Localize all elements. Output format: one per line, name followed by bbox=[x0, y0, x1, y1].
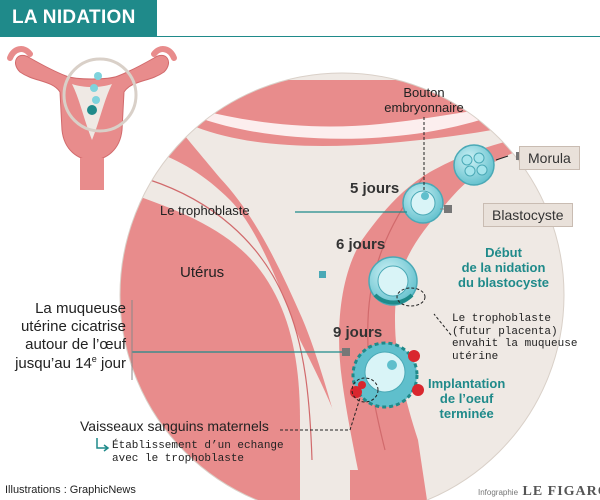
debut-nidation-label: Début de la nidation du blastocyste bbox=[458, 245, 550, 291]
logo-text: LE FIGARO bbox=[522, 484, 600, 499]
troph-placenta-label: Le trophoblaste (futur placenta) envahit… bbox=[452, 313, 577, 364]
credit: Illustrations : GraphicNews bbox=[5, 484, 136, 496]
muqueuse-line2: utérine cicatrise bbox=[20, 318, 126, 335]
trophoblaste-label: Le trophoblaste bbox=[160, 203, 250, 218]
muqueuse-line4: jusqu’au 14e jour bbox=[12, 354, 126, 373]
debut-line3: du blastocyste bbox=[458, 274, 550, 290]
muqueuse-line1: La muqueuse bbox=[35, 300, 126, 317]
page-title: LA NIDATION bbox=[0, 0, 157, 36]
uterus-overview-icon bbox=[7, 46, 177, 190]
uterus-label: Utérus bbox=[180, 264, 225, 281]
implantation-line3: terminée bbox=[439, 405, 494, 421]
blastocyst-day6-icon bbox=[368, 256, 426, 307]
embryo-implanted-icon bbox=[350, 341, 424, 409]
implantation-line1: Implantation bbox=[428, 376, 506, 391]
logo-prefix: Infographie bbox=[478, 488, 519, 497]
echange-line2: avec le trophoblaste bbox=[112, 452, 245, 465]
arrow-icon bbox=[96, 438, 110, 452]
muqueuse-line4-text: jusqu’au 14 bbox=[15, 355, 92, 372]
muqueuse-label: La muqueuse utérine cicatrise autour de … bbox=[12, 300, 126, 373]
morula-tag: Morula bbox=[519, 146, 580, 170]
implantation-label: Implantation de l’oeuf terminée bbox=[428, 376, 506, 422]
bouton-label: Bouton embryonnaire bbox=[378, 85, 470, 116]
troph-line4: utérine bbox=[452, 350, 499, 363]
publisher-logo: Infographie LE FIGARO bbox=[478, 482, 600, 500]
muqueuse-sup: e bbox=[91, 354, 97, 364]
debut-line1: Début bbox=[485, 245, 522, 260]
morula-icon bbox=[453, 144, 495, 186]
muqueuse-line3: autour de l’œuf bbox=[25, 336, 126, 353]
uterine-cavity bbox=[180, 118, 560, 470]
bouton-text: Bouton embryonnaire bbox=[384, 85, 464, 115]
implantation-line2: de l’oeuf bbox=[439, 390, 494, 406]
troph-line1: Le trophoblaste bbox=[452, 313, 552, 325]
troph-line2: (futur placenta) bbox=[452, 325, 558, 338]
magnified-view bbox=[119, 72, 565, 500]
day5-label: 5 jours bbox=[350, 180, 400, 197]
vaisseaux-label: Vaisseaux sanguins maternels bbox=[80, 418, 269, 434]
day9-label: 9 jours bbox=[333, 324, 383, 341]
echange-label: Établissement d’un echange avec le troph… bbox=[112, 440, 284, 465]
muqueuse-line4b: jour bbox=[96, 355, 126, 372]
troph-line3: envahit la muqueuse bbox=[452, 338, 578, 351]
day6-label: 6 jours bbox=[336, 236, 386, 253]
debut-line2: de la nidation bbox=[461, 259, 546, 275]
morula-label: Morula bbox=[528, 150, 571, 166]
blastocyst-icon bbox=[402, 182, 444, 224]
title-rule bbox=[0, 36, 600, 37]
blastocyste-label: Blastocyste bbox=[492, 207, 564, 223]
echange-line1: Établissement d’un echange bbox=[112, 440, 284, 452]
blastocyste-tag: Blastocyste bbox=[483, 203, 573, 227]
